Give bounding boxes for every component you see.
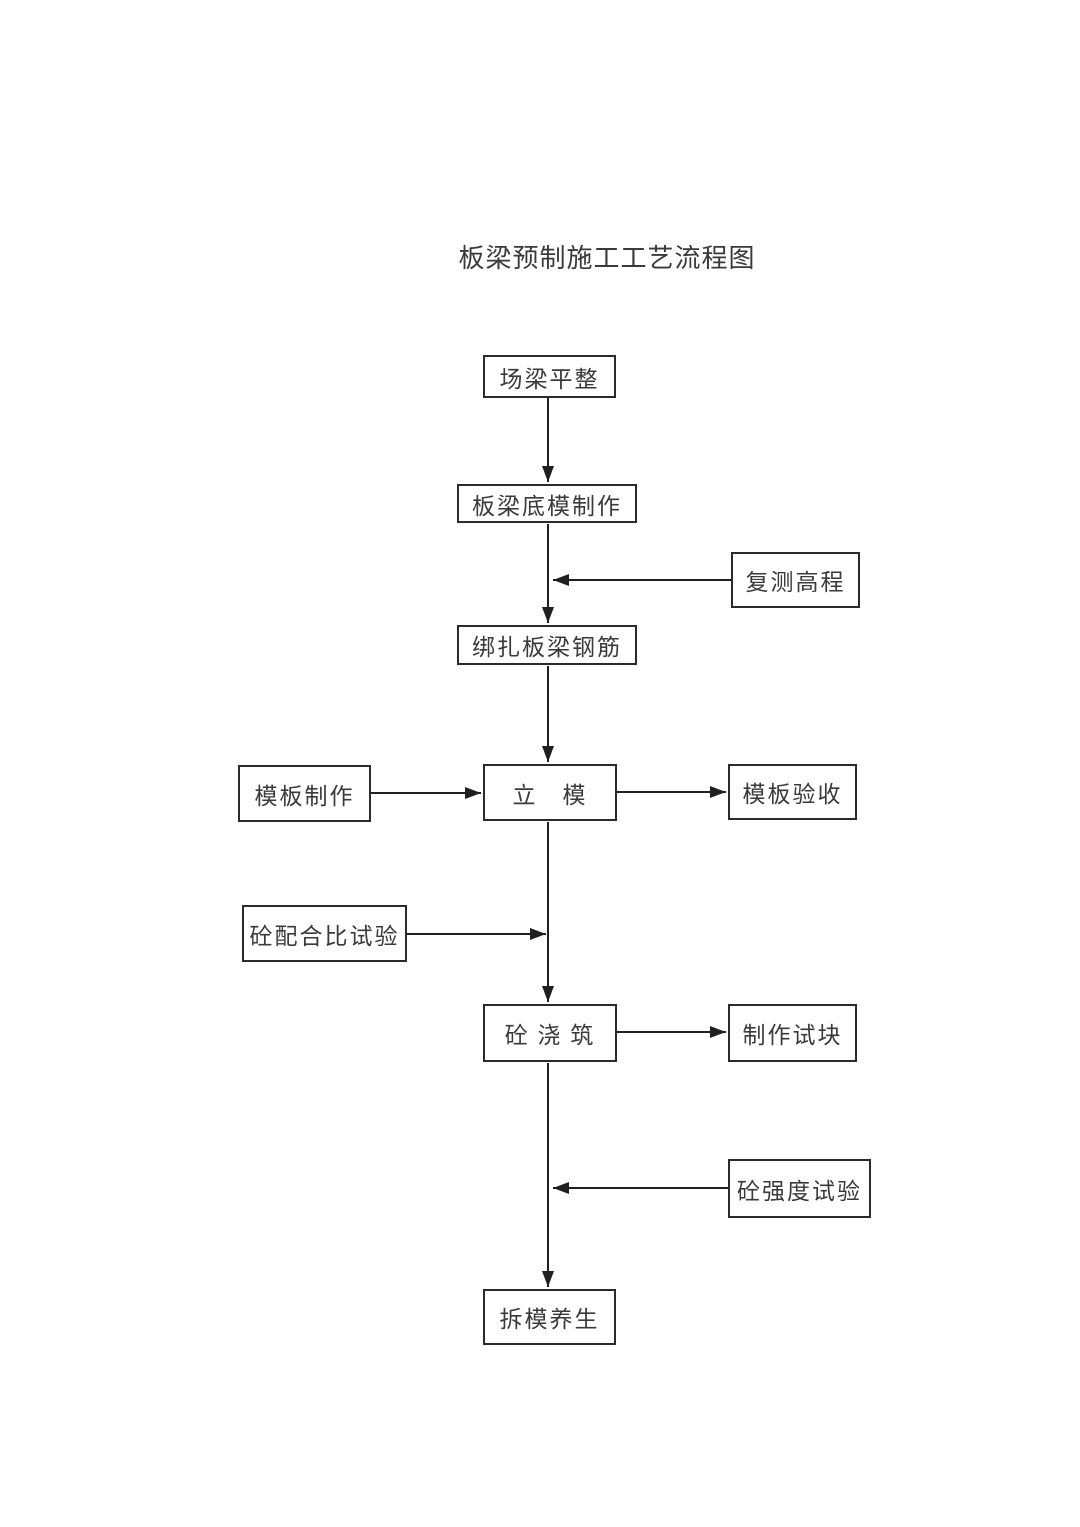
- node-erect-formwork: 立 模: [483, 764, 617, 821]
- node-formwork-acceptance-label: 模板验收: [742, 782, 843, 807]
- node-bottom-form-making-label: 板梁底模制作: [472, 493, 622, 519]
- node-concrete-pouring: 砼 浇 筑: [483, 1004, 617, 1062]
- page-title: 板梁预制施工工艺流程图: [458, 244, 756, 273]
- node-erect-formwork-label: 立 模: [512, 782, 588, 808]
- node-strength-test: 砼强度试验: [728, 1159, 871, 1218]
- node-formwork-acceptance: 模板验收: [728, 764, 857, 820]
- node-elevation-recheck: 复测高程: [731, 552, 860, 608]
- node-mix-ratio-test-label: 砼配合比试验: [249, 923, 400, 949]
- node-formwork-making: 模板制作: [238, 765, 371, 822]
- node-mix-ratio-test: 砼配合比试验: [242, 905, 407, 962]
- node-concrete-pouring-label: 砼 浇 筑: [504, 1023, 596, 1048]
- node-form-removal-curing: 拆模养生: [483, 1289, 616, 1345]
- node-test-block-making: 制作试块: [728, 1004, 857, 1062]
- node-rebar-tying-label: 绑扎板梁钢筋: [472, 635, 622, 660]
- node-form-removal-curing-label: 拆模养生: [499, 1307, 600, 1332]
- node-elevation-recheck-label: 复测高程: [745, 570, 846, 595]
- node-strength-test-label: 砼强度试验: [737, 1178, 862, 1204]
- node-site-leveling-label: 场梁平整: [499, 366, 600, 392]
- node-test-block-making-label: 制作试块: [742, 1023, 843, 1048]
- node-site-leveling: 场梁平整: [483, 355, 616, 398]
- node-bottom-form-making: 板梁底模制作: [457, 484, 637, 523]
- node-rebar-tying: 绑扎板梁钢筋: [457, 625, 637, 665]
- node-formwork-making-label: 模板制作: [254, 783, 355, 809]
